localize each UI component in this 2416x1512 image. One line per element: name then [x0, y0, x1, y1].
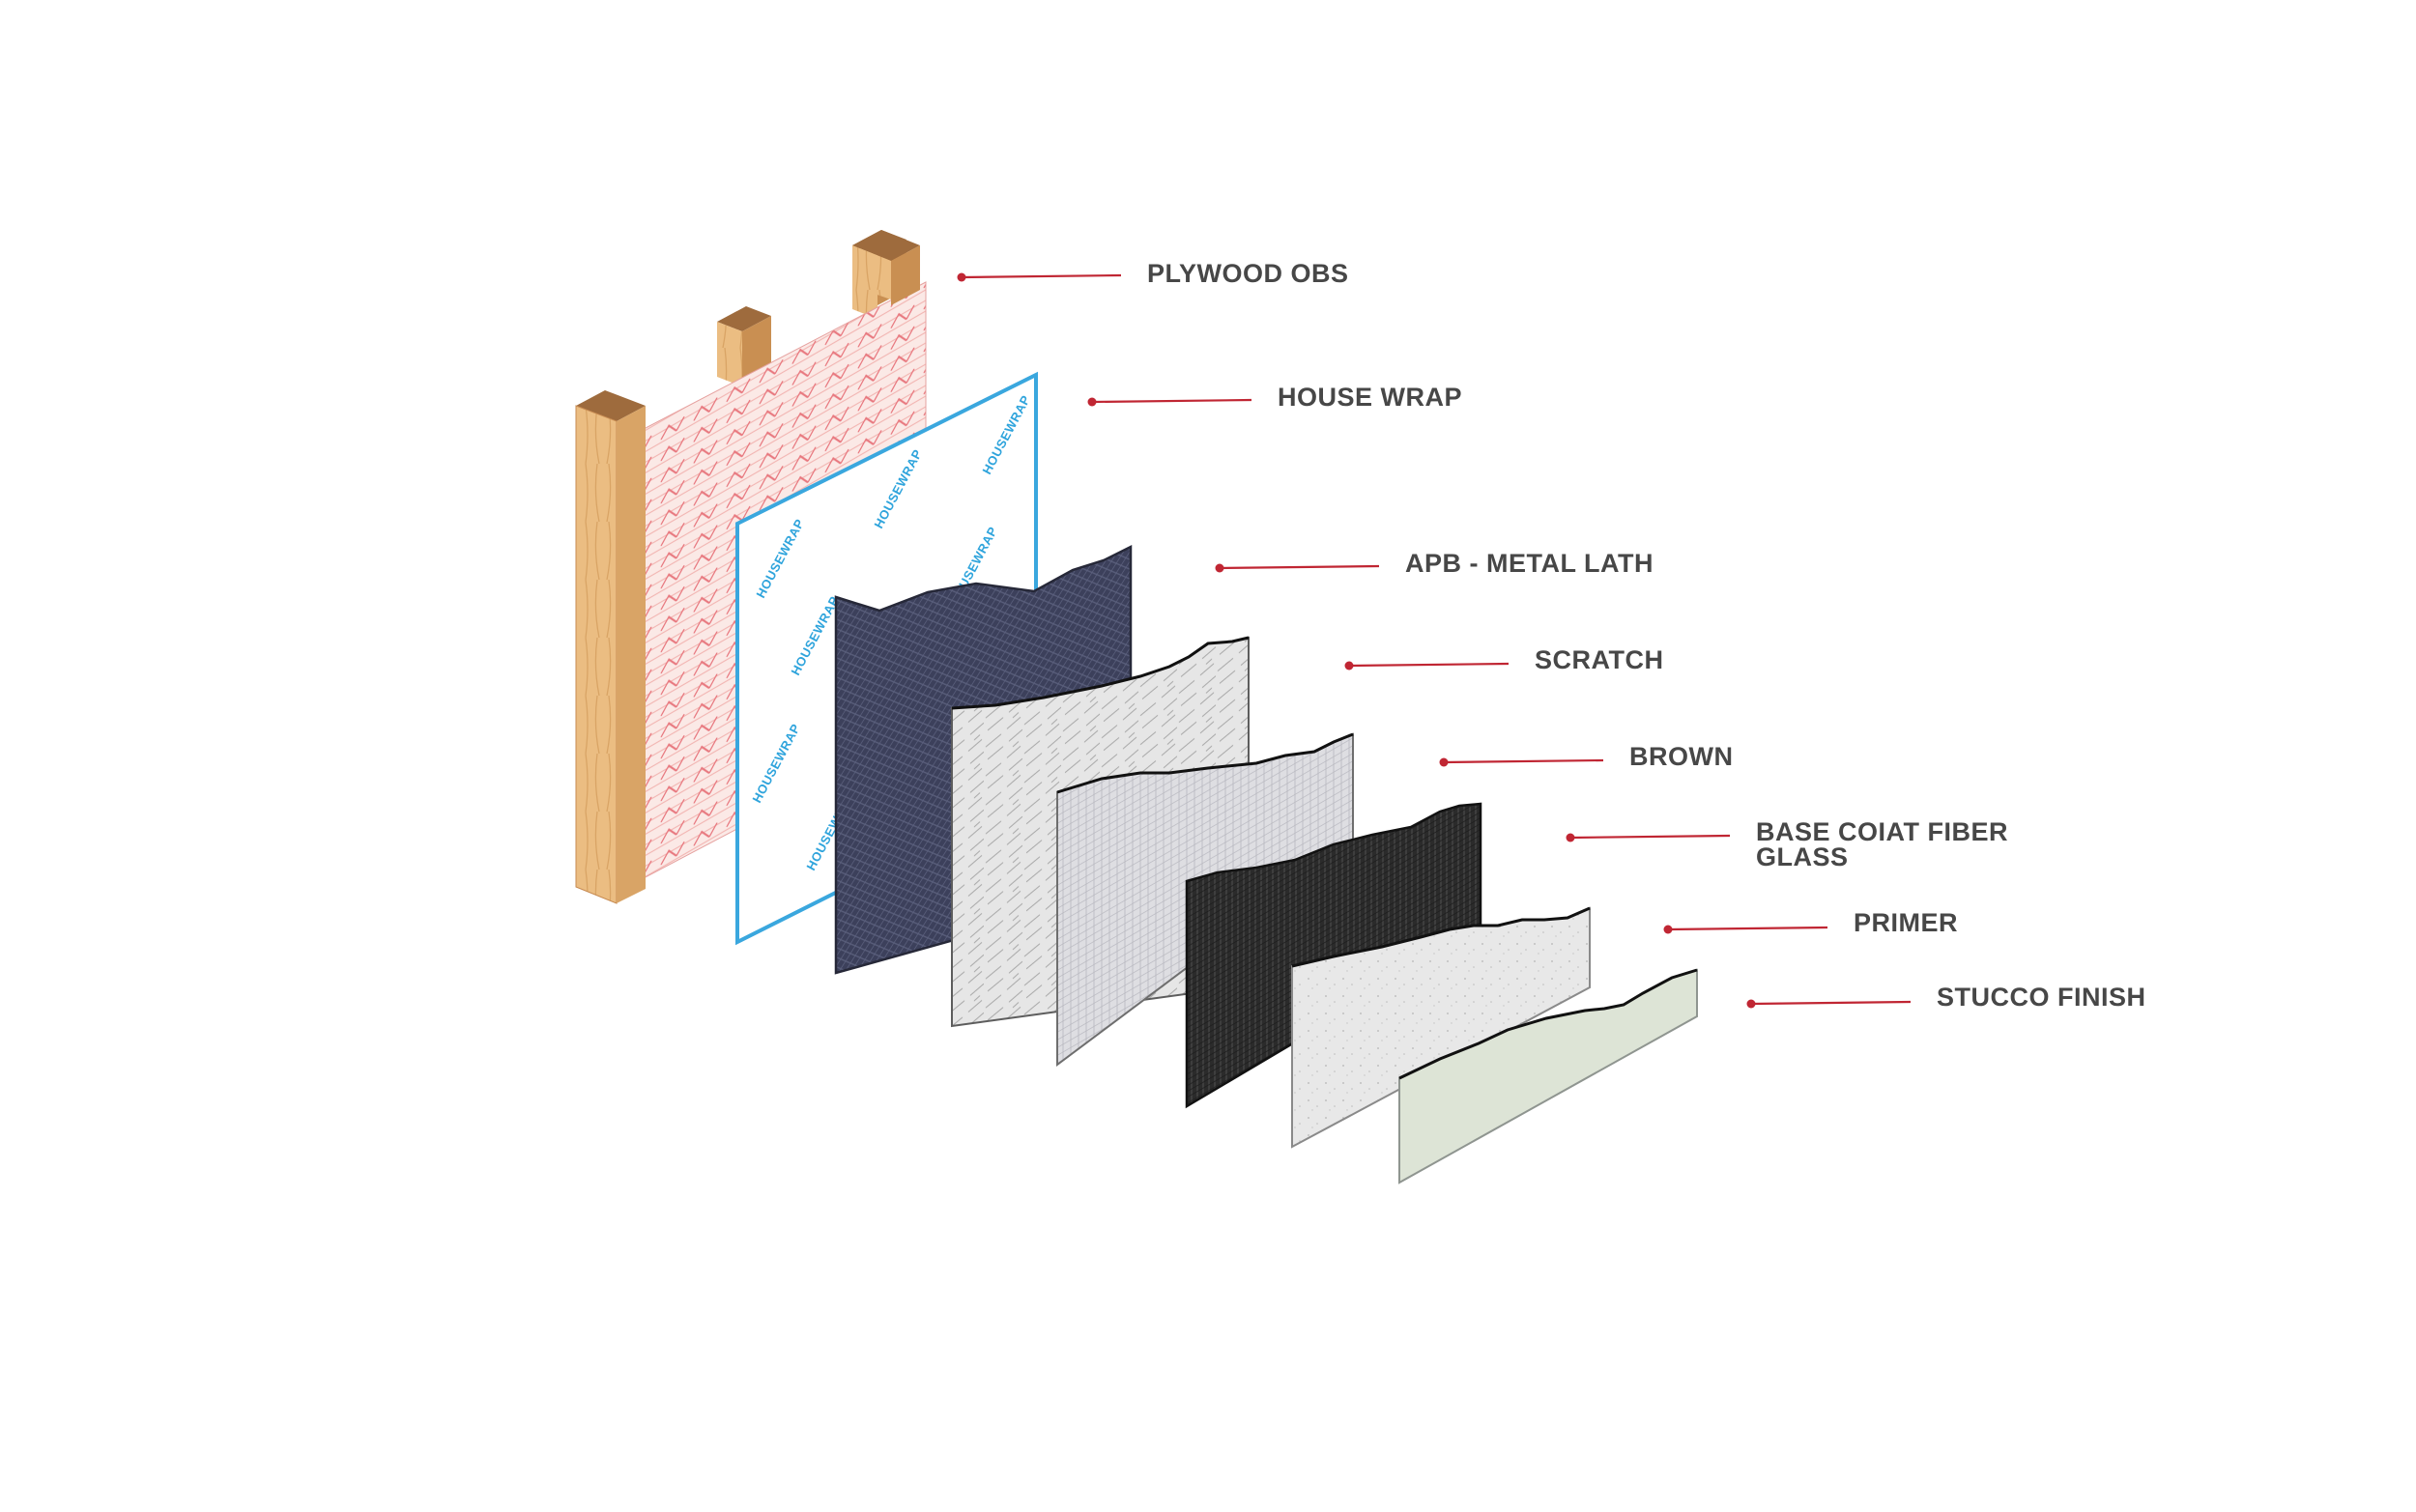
callout-primer: PRIMER	[1663, 908, 1958, 937]
callout-dot	[1087, 397, 1097, 407]
stud-right-top	[852, 230, 920, 305]
callout-dot	[957, 272, 966, 282]
stud-front	[575, 390, 646, 904]
callout-lath: APB - METAL LATH	[1215, 549, 1654, 578]
callout-brown: BROWN	[1439, 742, 1733, 771]
callout-dot	[1663, 925, 1673, 934]
callout-stucco: STUCCO FINISH	[1746, 983, 2146, 1012]
callout-dot	[1344, 661, 1354, 670]
callout-basecoat: BASE COIAT FIBER GLASS	[1566, 817, 2008, 871]
callout-dot	[1566, 833, 1575, 842]
callout-dot	[1746, 999, 1756, 1009]
callout-dot	[1439, 757, 1449, 767]
label-base-coat-line2: GLASS	[1756, 842, 1849, 871]
label-plywood-obs: PLYWOOD OBS	[1147, 259, 1349, 288]
callout-housewrap: HOUSE WRAP	[1087, 383, 1462, 412]
label-base-coat-line1: BASE COIAT FIBER	[1756, 817, 2008, 846]
callout-plywood: PLYWOOD OBS	[957, 259, 1349, 288]
label-house-wrap: HOUSE WRAP	[1278, 383, 1462, 412]
label-scratch: SCRATCH	[1535, 645, 1664, 674]
label-apb-metal-lath: APB - METAL LATH	[1405, 549, 1654, 578]
label-stucco-finish: STUCCO FINISH	[1937, 983, 2146, 1012]
label-brown: BROWN	[1629, 742, 1733, 771]
callout-scratch: SCRATCH	[1344, 645, 1664, 674]
label-primer: PRIMER	[1854, 908, 1958, 937]
callout-dot	[1215, 563, 1224, 573]
